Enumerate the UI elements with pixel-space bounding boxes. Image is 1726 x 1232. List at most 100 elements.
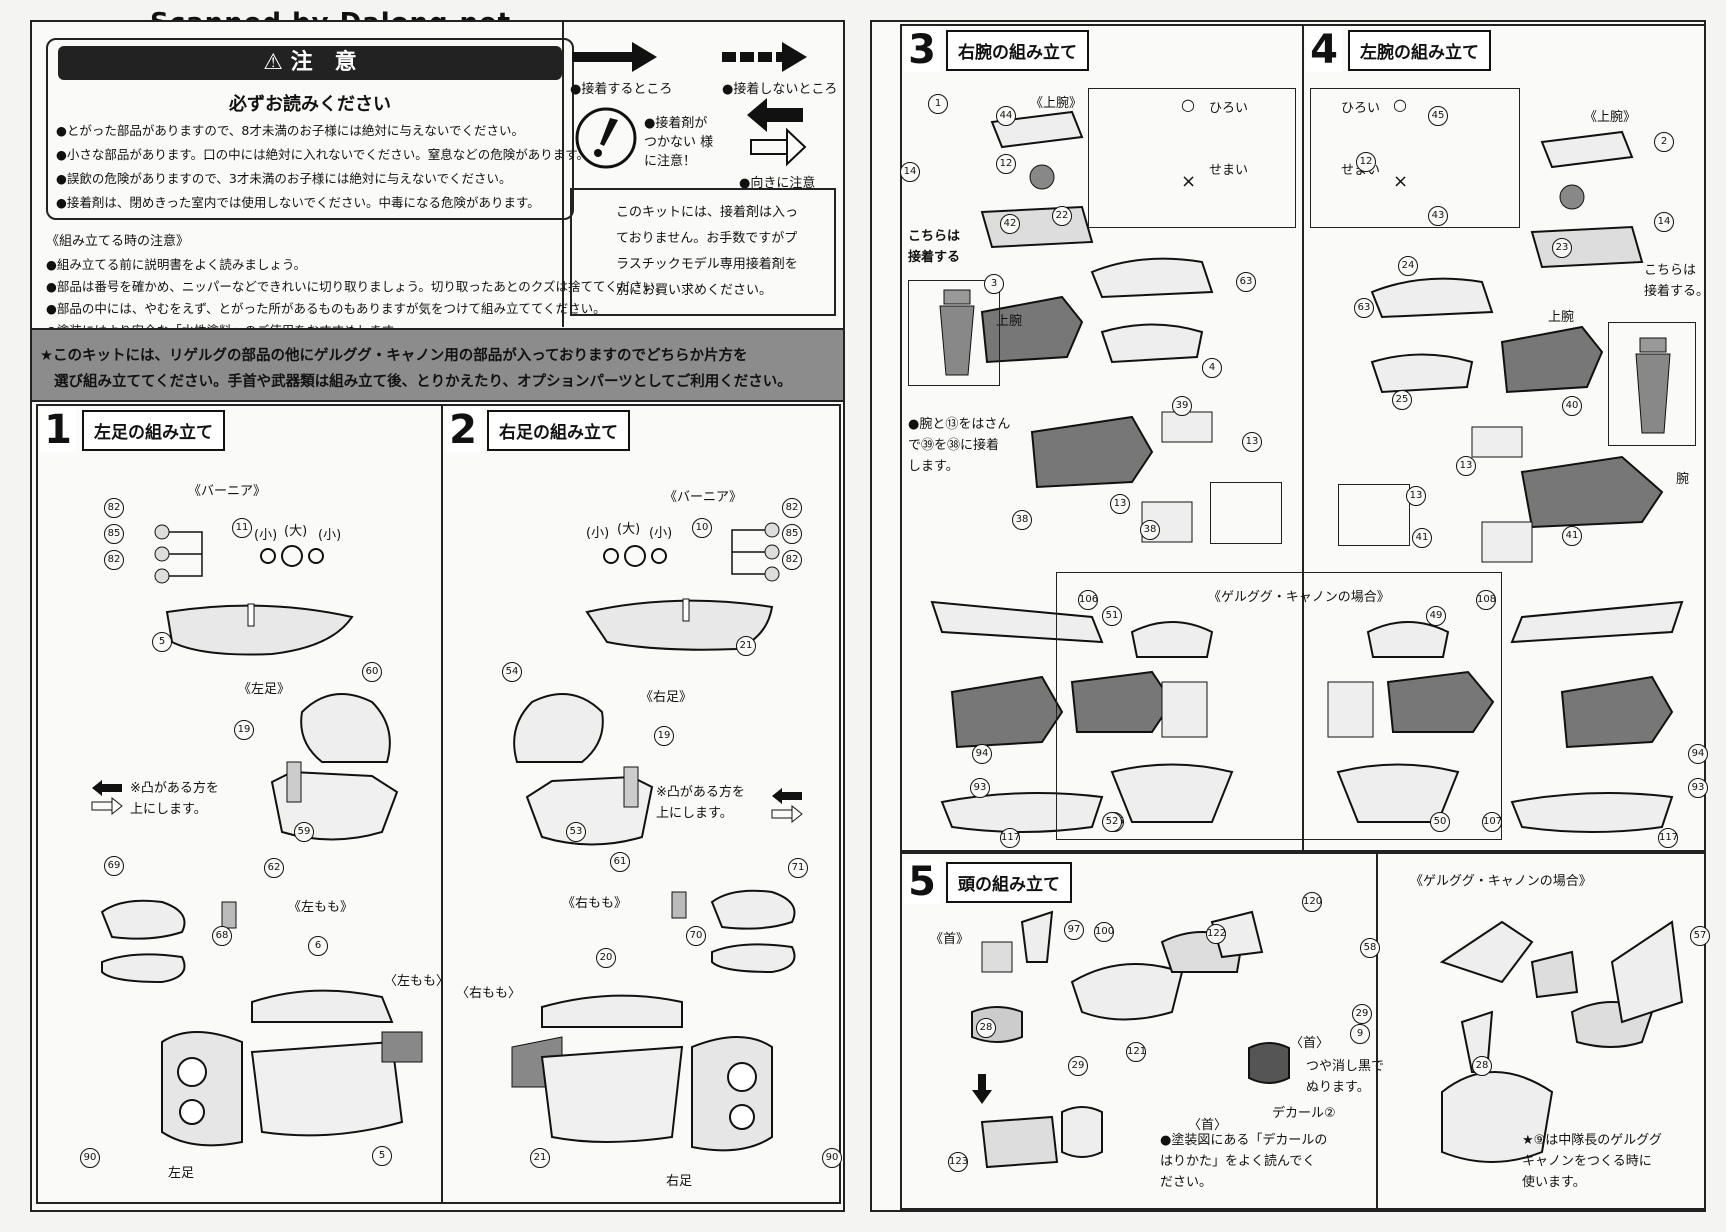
section-4-panel <box>1302 24 1706 852</box>
part-number-callout: 28 <box>1472 1056 1492 1076</box>
s1-thigh-parts <box>100 899 237 984</box>
gelgoog-left-arm <box>1070 621 1234 823</box>
no-glue-box: このキットには、接着剤は入っておりません。お手数ですがプラスチックモデル専用接着… <box>570 188 836 316</box>
part-number-callout: 58 <box>1360 938 1380 958</box>
s5-matte-black-note: つや消し黒で ぬります。 <box>1306 1059 1385 1095</box>
part-number-callout: 11 <box>232 518 252 538</box>
legend-divider <box>562 22 564 327</box>
section-3-number: 3 <box>904 28 940 72</box>
s4-upper-arm-assembly <box>1370 277 1604 394</box>
banner-line-1: ★このキットには、リゲルグの部品の他にゲルググ・キャノン用の部品が入っております… <box>40 348 748 364</box>
s1-lower-leg-assembly <box>161 989 423 1147</box>
caution-line: ●とがった部品がありますので、8才未満のお子様には絶対に与えないでください。 <box>56 123 524 138</box>
part-number-callout: 12 <box>1356 152 1376 172</box>
part-number-callout: 85 <box>104 524 124 544</box>
part-number-callout: 68 <box>212 926 232 946</box>
part-number-callout: 69 <box>104 856 124 876</box>
part-number-callout: 3 <box>984 274 1004 294</box>
s4-glue-note: こちらは 接着する。 <box>1644 263 1710 299</box>
part-number-callout: 13 <box>1456 456 1476 476</box>
part-number-callout: 63 <box>1354 298 1374 318</box>
part-number-callout: 94 <box>972 744 992 764</box>
assembly-note: ●組み立てる前に説明書をよく読みましょう。 <box>46 257 307 272</box>
part-number-callout: 117 <box>1658 828 1678 848</box>
part-number-callout: 5 <box>372 1146 392 1166</box>
part-number-callout: 61 <box>610 852 630 872</box>
arrow-solid-icon <box>572 42 657 72</box>
s2-vernier-sprue <box>731 522 780 582</box>
part-number-callout: 19 <box>654 726 674 746</box>
s4-part-preview-shape <box>1635 337 1671 434</box>
part-number-callout: 106 <box>1078 590 1098 610</box>
caution-subtitle: 必ずお読みください <box>229 94 391 115</box>
section-3-header: 3 右腕の組み立て <box>904 28 1089 72</box>
part-number-callout: 25 <box>1392 390 1412 410</box>
s3-narrow-label: せまい <box>1209 163 1249 178</box>
s3-detail-box: ひろい せまい ○ × <box>1088 88 1296 228</box>
section-4-title: 左腕の組み立て <box>1348 29 1491 71</box>
part-number-callout: 51 <box>1102 606 1122 626</box>
kit-banner: ★このキットには、リゲルグの部品の他にゲルググ・キャノン用の部品が入っております… <box>32 328 843 402</box>
s2-direction-icon <box>771 788 803 824</box>
s5-decal-note: ●塗装図にある「デカールの はりかた」をよく読んでく ださい。 <box>1160 1133 1328 1190</box>
part-number-callout: 38 <box>1140 520 1160 540</box>
part-number-callout: 13 <box>1406 486 1426 506</box>
part-number-callout: 82 <box>104 550 124 570</box>
section-3-title: 右腕の組み立て <box>946 29 1089 71</box>
assembly-notes-title: 《組み立てる時の注意》 <box>46 234 190 249</box>
banner-line-2: 選び組み立ててください。手首や武器類は組み立て後、とりかえたり、オプションパーツ… <box>54 374 792 390</box>
part-number-callout: 117 <box>1000 828 1020 848</box>
no-glue-text: このキットには、接着剤は入っておりません。お手数ですがプラスチックモデル専用接着… <box>616 205 799 298</box>
part-number-callout: 90 <box>822 1148 842 1168</box>
s4-forearm-assembly <box>1471 426 1664 563</box>
caution-title: ⚠ 注 意 <box>58 46 562 80</box>
s1-foot-shell <box>165 603 354 656</box>
s1-leg-frame <box>270 761 399 841</box>
part-number-callout: 90 <box>80 1148 100 1168</box>
s2-convex-note: ※凸がある方を 上にします。 <box>656 785 745 821</box>
s4-wide-label: ひろい <box>1341 101 1381 116</box>
left-page: ⚠ 注 意 必ずお読みください ●とがった部品がありますので、8才未満のお子様に… <box>30 20 845 1212</box>
s3-part-preview <box>908 280 1000 386</box>
s5-head-assembly <box>1020 910 1264 1021</box>
s2-vernier-parts <box>603 545 667 567</box>
s5-head-piece <box>1248 1042 1290 1084</box>
s4-shoulder-armor <box>1510 600 1684 833</box>
arrow-dashed-icon <box>722 42 807 72</box>
direction-arrows-icon <box>747 98 807 167</box>
part-number-callout: 12 <box>996 154 1016 174</box>
s2-upper-leg <box>513 693 604 763</box>
s4-small-detail <box>1338 484 1410 546</box>
section-2-panel <box>441 404 841 1204</box>
s3-part-preview-shape <box>939 289 975 376</box>
s2-large-label: (大) <box>617 522 641 537</box>
s5-neck-tag-2: 〈首〉 <box>1290 1036 1330 1051</box>
gelgoog-right-arm <box>1327 621 1495 823</box>
part-number-callout: 10 <box>692 518 712 538</box>
part-number-callout: 60 <box>362 662 382 682</box>
section-1-number: 1 <box>40 408 76 452</box>
part-number-callout: 97 <box>1064 920 1084 940</box>
part-number-callout: 4 <box>1202 358 1222 378</box>
part-number-callout: 39 <box>1172 396 1192 416</box>
part-number-callout: 29 <box>1352 1004 1372 1024</box>
assembly-note: ●部品の中には、やむをえず、とがった所があるものもありますが気をつけて組み立てて… <box>46 301 606 316</box>
part-number-callout: 2 <box>1654 132 1674 152</box>
s3-ok-mark: ○ <box>1181 95 1195 114</box>
part-number-callout: 108 <box>1476 590 1496 610</box>
s4-ng-mark: × <box>1393 171 1409 192</box>
part-number-callout: 13 <box>1242 432 1262 452</box>
caution-line: ●誤飲の危険がありますので、3才未満のお子様には絶対に与えないでください。 <box>56 171 512 186</box>
legend-caution: ●接着剤が つかない 様に注意！ <box>644 116 714 169</box>
s3-upper-arm-assembly <box>980 257 1214 364</box>
s5-captain-note: ★⑨は中隊長のゲルググ キャノンをつくる時に 使います。 <box>1522 1133 1663 1190</box>
s2-right-thigh-tag: 〈右もも〉 <box>456 986 522 1001</box>
s3-glue-note: こちらは 接着する <box>908 229 961 265</box>
section-5-header: 5 頭の組み立て <box>904 860 1072 904</box>
part-number-callout: 28 <box>976 1018 996 1038</box>
part-number-callout: 14 <box>1654 212 1674 232</box>
part-number-callout: 53 <box>566 822 586 842</box>
s2-leg-frame <box>525 766 654 846</box>
s4-shoulder-parts <box>1530 130 1644 269</box>
caution-line: ●接着剤は、閉めきった室内では使用しないでください。中毒になる危険があります。 <box>56 195 540 210</box>
